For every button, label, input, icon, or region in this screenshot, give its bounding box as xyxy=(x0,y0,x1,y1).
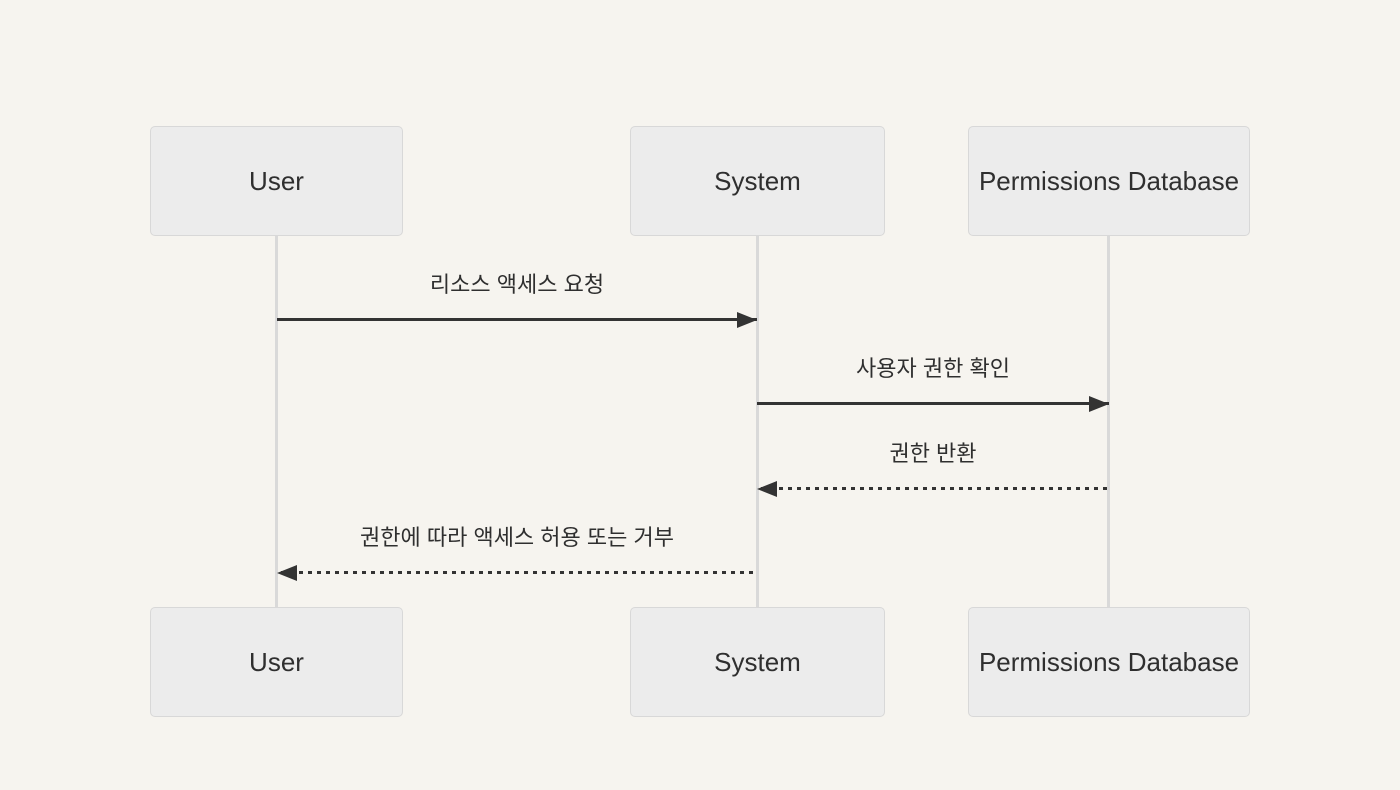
actor-top-user: User xyxy=(150,126,403,236)
actor-bottom-system: System xyxy=(630,607,885,717)
actor-label: Permissions Database xyxy=(978,646,1240,677)
message-4-line xyxy=(281,571,757,574)
lifeline-user xyxy=(275,236,278,607)
message-2-arrowhead-right-icon xyxy=(1089,396,1109,412)
message-1-label: 리소스 액세스 요청 xyxy=(429,272,605,297)
message-4-label: 권한에 따라 액세스 허용 또는 거부 xyxy=(360,525,674,550)
actor-label: System xyxy=(714,165,801,196)
message-3-label: 권한 반환 xyxy=(889,441,977,466)
lifeline-permissions-database xyxy=(1107,236,1110,607)
actor-label: User xyxy=(249,646,304,677)
actor-label: User xyxy=(249,165,304,196)
message-1-arrowhead-right-icon xyxy=(737,312,757,328)
message-4-arrowhead-left-icon xyxy=(277,565,297,581)
message-2-line xyxy=(757,402,1109,405)
message-3-arrowhead-left-icon xyxy=(757,481,777,497)
actor-label: Permissions Database xyxy=(978,165,1240,196)
actor-label: System xyxy=(714,646,801,677)
actor-top-permissions-database: Permissions Database xyxy=(968,126,1250,236)
actor-bottom-user: User xyxy=(150,607,403,717)
message-1-line xyxy=(277,318,757,321)
actor-top-system: System xyxy=(630,126,885,236)
lifeline-system xyxy=(756,236,759,607)
message-2-label: 사용자 권한 확인 xyxy=(856,356,1010,381)
message-3-line xyxy=(761,487,1109,490)
actor-bottom-permissions-database: Permissions Database xyxy=(968,607,1250,717)
